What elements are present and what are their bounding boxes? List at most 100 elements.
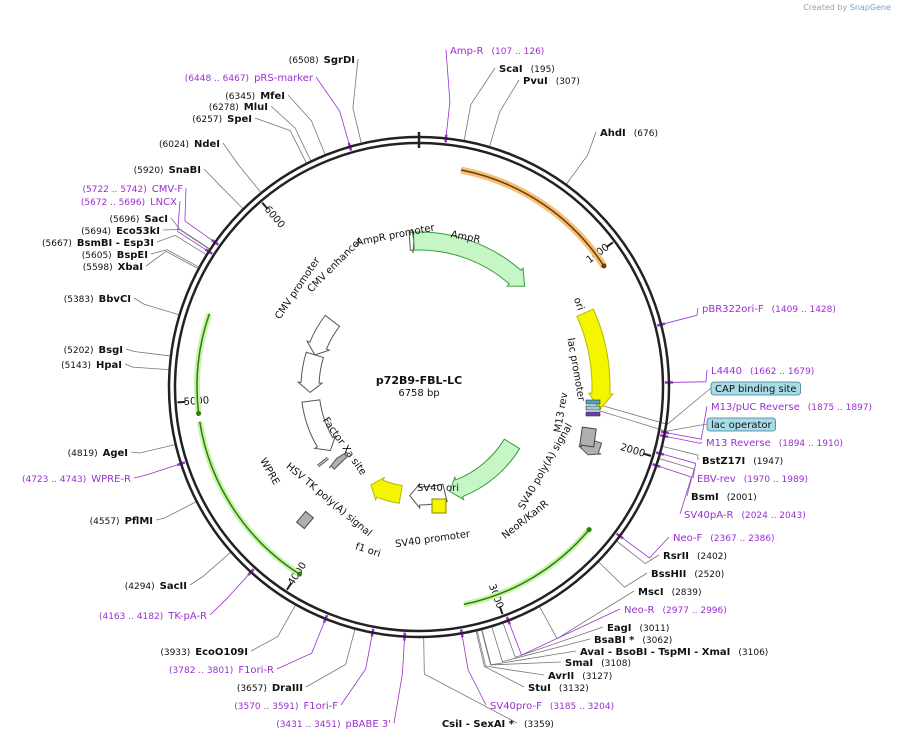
primer-leader [276,619,326,670]
enzyme-name[interactable]: EcoO109I [195,647,248,658]
enzyme-name[interactable]: MscI [638,587,664,598]
tick-mark [605,241,614,248]
enzyme-name[interactable]: SpeI [227,114,252,125]
primer-name[interactable]: pBR322ori-F [702,304,764,315]
enzyme-leader [150,249,199,268]
primer-name[interactable]: Neo-R [624,605,655,616]
boxed-label-inner-leader [599,410,667,432]
primer-name[interactable]: F1ori-F [304,701,339,712]
enzyme-name[interactable]: MluI [244,102,268,113]
enzyme-leader [476,631,545,676]
enzyme-name[interactable]: XbaI [118,262,143,273]
enzyme-name[interactable]: SmaI [565,658,593,669]
primer-name[interactable]: pBABE 3' [345,719,391,730]
primer-position: (3570 .. 3591) [234,702,298,712]
enzyme-leader [489,79,520,147]
primer-name[interactable]: M13/pUC Reverse [711,402,800,413]
primer-position: (4163 .. 4182) [99,612,163,622]
enzyme-name[interactable]: NdeI [194,139,220,150]
enzyme-name[interactable]: ScaI [499,64,523,75]
primer-name[interactable]: pRS-marker [254,73,314,84]
primer-name[interactable]: SV40pA-R [684,510,733,521]
enzyme-name[interactable]: BsmI [691,492,719,503]
primer-name[interactable]: LNCX [150,197,177,208]
enzyme-name[interactable]: BbvCI [99,294,131,305]
primer-name[interactable]: F1ori-R [238,665,274,676]
enzyme-name[interactable]: PvuI [523,76,548,87]
watermark-brand: SnapGene [849,3,891,12]
boxed-label-leader [666,387,712,425]
enzyme-position: (6508) [289,56,319,66]
primer-leader [461,634,487,706]
primer-position: (1970 .. 1989) [744,475,808,485]
boxed-feature-label[interactable]: lac operator [711,420,772,431]
primer-leader [315,76,351,146]
feature-cmv-promoter[interactable] [296,351,325,394]
outer-feature-arrowhead [586,527,592,533]
primer-name[interactable]: L4440 [711,366,742,377]
enzyme-name[interactable]: SacI [144,214,168,225]
enzyme-name[interactable]: BsmBI - Esp3I [77,238,154,249]
primer-position: (2977 .. 2996) [663,606,727,616]
primer-name[interactable]: WPRE-R [91,474,131,485]
enzyme-name[interactable]: BstZ17I [702,456,745,467]
enzyme-name[interactable]: BsaBI * [594,635,635,646]
boxed-feature-label[interactable]: CAP binding site [715,384,797,395]
primer-position: (1662 .. 1679) [750,367,814,377]
primer-name[interactable]: TK-pA-R [167,611,207,622]
enzyme-name[interactable]: BspEI [117,250,148,261]
feature-cmv-enhancer[interactable] [305,314,341,356]
feature-neor-kanr[interactable] [449,438,521,501]
enzyme-name[interactable]: DraIII [272,683,303,694]
tick-mark [286,582,293,591]
feature-f1-ori[interactable] [370,476,403,504]
primer-name[interactable]: EBV-rev [697,474,736,485]
enzyme-name[interactable]: CsiI - SexAI * [442,719,515,730]
primer-name[interactable]: SV40pro-F [490,701,542,712]
outer-feature-arrowhead [297,571,303,577]
enzyme-name[interactable]: MfeI [260,91,285,102]
snapgene-watermark: Created by SnapGene [803,3,891,12]
enzyme-name[interactable]: BsgI [99,345,123,356]
feature-ampr-promoter[interactable] [408,229,415,254]
feature-label: ori [571,296,586,312]
backbone-inner-strand [173,141,665,633]
enzyme-leader [502,623,604,658]
enzyme-name[interactable]: AvaI - BsoBI - TspMI - XmaI [580,647,730,658]
enzyme-name[interactable]: PflMI [125,516,153,527]
feature-ampr-gene-arrow[interactable] [413,231,526,287]
enzyme-leader [130,444,175,454]
feature-wpre[interactable] [301,399,337,452]
enzyme-position: (2520) [694,570,724,580]
plasmid-name: p72B9-FBL-LC [376,374,462,387]
enzyme-name[interactable]: HpaI [96,360,122,371]
enzyme-name[interactable]: AgeI [103,448,128,459]
enzyme-position: (307) [556,77,580,87]
enzyme-name[interactable]: SacII [160,581,187,592]
primer-name[interactable]: Amp-R [450,46,484,57]
enzyme-leader [124,363,169,371]
enzyme-name[interactable]: AvrII [548,671,574,682]
enzyme-name[interactable]: SnaBI [169,165,201,176]
enzyme-name[interactable]: EagI [607,623,631,634]
enzyme-name[interactable]: SgrDI [324,55,355,66]
enzyme-position: (5694) [81,227,111,237]
feature-hsv-tk-poly-a-signal[interactable] [328,451,348,470]
enzyme-leader [222,142,262,193]
enzyme-position: (2839) [672,588,702,598]
primer-leader [177,200,209,252]
enzyme-name[interactable]: BssHII [651,569,686,580]
primer-name[interactable]: Neo-F [673,533,703,544]
enzyme-name[interactable]: StuI [528,683,551,694]
enzyme-leader [463,67,496,141]
primer-name[interactable]: CMV-F [152,184,183,195]
enzyme-name[interactable]: RsrII [663,551,689,562]
enzyme-name[interactable]: Eco53kI [116,226,160,237]
enzyme-position: (3657) [237,684,267,694]
enzyme-leader [254,117,307,163]
enzyme-position: (3011) [639,624,669,634]
primer-name[interactable]: M13 Reverse [706,438,771,449]
plasmid-length: 6758 bp [398,388,439,399]
enzyme-name[interactable]: AhdI [600,128,626,139]
